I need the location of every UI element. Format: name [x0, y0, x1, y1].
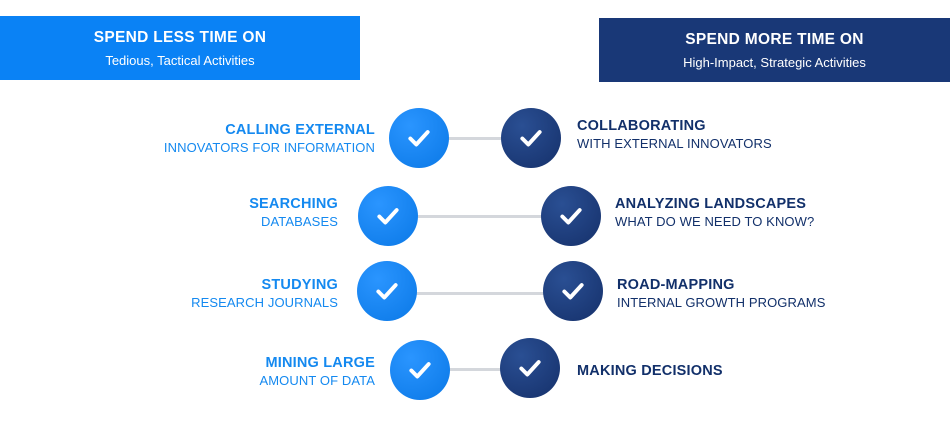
comparison-row-1: CALLING EXTERNAL INNOVATORS FOR INFORMAT… [0, 103, 950, 173]
more-time-item-title: MAKING DECISIONS [577, 363, 723, 379]
less-time-check-circle [389, 108, 449, 168]
more-time-item-subtitle: WITH EXTERNAL INNOVATORS [577, 136, 772, 151]
more-time-item-title: COLLABORATING [577, 118, 706, 134]
less-time-item-subtitle: DATABASES [261, 214, 338, 229]
row-connector [448, 368, 504, 371]
check-icon [409, 362, 431, 379]
more-time-item-4: MAKING DECISIONS [577, 362, 723, 380]
less-time-item-title: MINING LARGE [265, 355, 375, 371]
check-icon [520, 130, 542, 147]
more-time-item-3: ROAD-MAPPING INTERNAL GROWTH PROGRAMS [617, 276, 825, 311]
check-icon [560, 208, 582, 225]
row-connector [448, 137, 504, 140]
comparison-row-2: SEARCHING DATABASES ANALYZING LANDSCAPES… [0, 181, 950, 251]
less-time-check-circle [390, 340, 450, 400]
header-more-time-title: SPEND MORE TIME ON [685, 30, 864, 48]
more-time-item-2: ANALYZING LANDSCAPES WHAT DO WE NEED TO … [615, 195, 814, 230]
check-icon [519, 360, 541, 377]
more-time-check-circle [541, 186, 601, 246]
less-time-item-subtitle: RESEARCH JOURNALS [191, 295, 338, 310]
more-time-item-title: ROAD-MAPPING [617, 277, 735, 293]
check-icon [562, 283, 584, 300]
less-time-item-title: CALLING EXTERNAL [225, 122, 375, 138]
comparison-row-4: MINING LARGE AMOUNT OF DATA MAKING DECIS… [0, 336, 950, 406]
row-connector [415, 292, 547, 295]
more-time-check-circle [501, 108, 561, 168]
more-time-check-circle [500, 338, 560, 398]
less-time-item-2: SEARCHING DATABASES [249, 195, 338, 230]
more-time-item-subtitle: WHAT DO WE NEED TO KNOW? [615, 214, 815, 229]
less-time-check-circle [358, 186, 418, 246]
less-time-item-3: STUDYING RESEARCH JOURNALS [191, 276, 338, 311]
less-time-check-circle [357, 261, 417, 321]
more-time-item-1: COLLABORATING WITH EXTERNAL INNOVATORS [577, 117, 772, 152]
less-time-item-title: SEARCHING [249, 196, 338, 212]
less-time-item-1: CALLING EXTERNAL INNOVATORS FOR INFORMAT… [164, 121, 375, 156]
header-less-time: SPEND LESS TIME ON Tedious, Tactical Act… [0, 16, 360, 80]
more-time-item-title: ANALYZING LANDSCAPES [615, 196, 807, 212]
header-less-time-subtitle: Tedious, Tactical Activities [105, 52, 255, 68]
less-time-item-subtitle: INNOVATORS FOR INFORMATION [163, 140, 375, 155]
row-connector [418, 215, 544, 218]
header-less-time-title: SPEND LESS TIME ON [93, 28, 267, 46]
check-icon [376, 283, 398, 300]
check-icon [408, 130, 430, 147]
less-time-item-subtitle: AMOUNT OF DATA [259, 373, 375, 388]
header-more-time: SPEND MORE TIME ON High-Impact, Strategi… [599, 18, 950, 82]
more-time-check-circle [543, 261, 603, 321]
more-time-item-subtitle: INTERNAL GROWTH PROGRAMS [617, 295, 826, 310]
header-more-time-subtitle: High-Impact, Strategic Activities [683, 54, 866, 70]
less-time-item-4: MINING LARGE AMOUNT OF DATA [259, 354, 375, 389]
comparison-row-3: STUDYING RESEARCH JOURNALS ROAD-MAPPING … [0, 258, 950, 328]
less-time-item-title: STUDYING [261, 277, 338, 293]
check-icon [377, 208, 399, 225]
